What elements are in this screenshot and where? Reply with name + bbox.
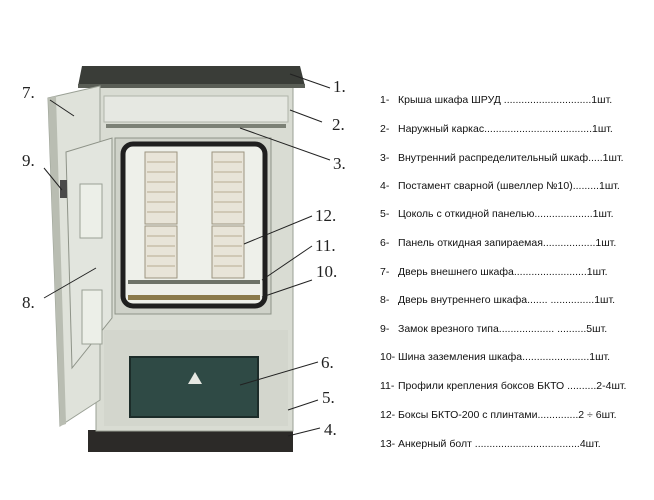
cabinet-roof [78,66,305,86]
legend-item: 8-Дверь внутреннего шкафа....... .......… [380,294,616,306]
door-pocket-bottom [81,289,103,345]
roof-edge [78,84,305,88]
ground-bus [128,295,260,300]
callout-6: 6. [321,353,334,372]
legend-item: 2-Наружный каркас.......................… [380,123,613,135]
hinged-panel [129,356,259,418]
legend-item: 4-Постамент сварной (швеллер №10).......… [380,180,620,192]
box-plinth-texture [147,161,242,267]
top-strip [103,95,289,123]
callout-3: 3. [333,154,346,173]
legend-item: 13-Анкерный болт .......................… [380,438,601,450]
mounting-profile [128,280,260,284]
callout-10: 10. [316,262,338,281]
panel-lock-icon [188,372,202,384]
leader-lines [43,73,331,437]
callout-7: 7. [22,83,35,102]
legend-item: 6-Панель откидная запираемая............… [380,237,617,249]
legend-item: 1-Крыша шкафа ШРУД .....................… [380,94,613,106]
legend-item: 5-Цоколь с откидной панелью.............… [380,208,614,220]
legend-item: 12-Боксы БКТО-200 с плинтами............… [380,409,617,421]
legend-item: 7-Дверь внешнего шкафа..................… [380,266,608,278]
callout-1: 1. [333,77,346,96]
legend-item: 11-Профили крепления боксов БКТО .......… [380,380,627,392]
callout-4: 4. [324,420,337,439]
door-pocket-top [79,183,103,239]
legend-item: 3-Внутренний распределительный шкаф.....… [380,152,624,164]
callout-11: 11. [315,236,336,255]
legend-item: 9-Замок врезного типа...................… [380,323,608,335]
callout-2: 2. [332,115,345,134]
top-rail [106,124,286,128]
door-lock [60,180,67,198]
callout-5: 5. [322,388,335,407]
callout-8: 8. [22,293,35,312]
callout-12: 12. [315,206,337,225]
legend-item: 10-Шина заземления шкафа................… [380,351,611,363]
callout-9: 9. [22,151,35,170]
pedestal-base [88,430,293,452]
